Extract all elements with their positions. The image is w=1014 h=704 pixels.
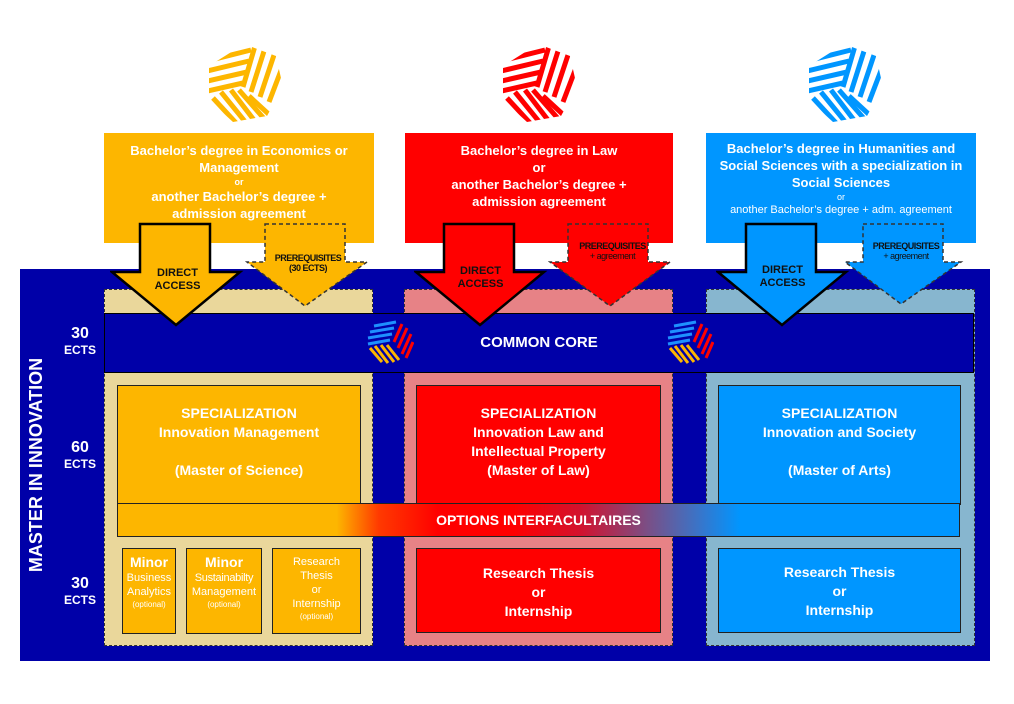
ects-number: 60	[71, 439, 89, 456]
prerequisites-arrow-humanities	[843, 223, 964, 305]
thesis-text: Internship	[805, 602, 874, 618]
spec-heading: SPECIALIZATION	[480, 405, 597, 421]
direct-label-line: ACCESS	[759, 277, 806, 289]
minor-name: Analytics	[126, 586, 172, 598]
thesis-text: Thesis	[300, 570, 333, 582]
multicolor-logo-icon	[367, 320, 414, 364]
spec-heading: SPECIALIZATION	[781, 405, 898, 421]
specialization-humanities: SPECIALIZATION Innovation and Society (M…	[718, 385, 961, 505]
entry-text: another Bachelor’s degree +	[151, 189, 327, 204]
law-logo-icon	[503, 45, 577, 122]
minor-name: Sustainabilty	[194, 572, 254, 584]
research-thesis-law: Research Thesis or Internship	[416, 548, 661, 633]
entry-text: Social Sciences with a specialization in	[719, 158, 963, 173]
thesis-text: Research Thesis	[482, 565, 595, 581]
direct-access-arrow-humanities	[716, 222, 850, 327]
spec-name: Intellectual Property	[471, 443, 606, 459]
minor-business-analytics: Minor Business Analytics (optional)	[122, 548, 176, 634]
thesis-text: Internship	[292, 598, 341, 610]
ects-label: ECTS	[63, 343, 96, 357]
thesis-text: Research	[292, 556, 341, 568]
specialization-law: SPECIALIZATION Innovation Law and Intell…	[416, 385, 661, 505]
entry-text: another Bachelor’s degree +	[451, 177, 627, 192]
direct-label-line: DIRECT	[157, 267, 198, 279]
prereq-label-line: PREREQUISITES	[274, 253, 342, 263]
spec-name: Innovation Management	[158, 424, 320, 440]
direct-access-label: DIRECT ACCESS	[130, 267, 225, 293]
entry-text: admission agreement	[172, 206, 306, 221]
prereq-label-line: + agreement	[589, 251, 636, 261]
direct-label-line: DIRECT	[762, 264, 803, 276]
ects-label: ECTS	[63, 593, 96, 607]
economics-logo-icon	[209, 45, 283, 122]
entry-text: Social Sciences	[791, 175, 891, 190]
ects-label: ECTS	[63, 457, 96, 471]
minor-title: Minor	[204, 554, 244, 570]
direct-access-label: DIRECT ACCESS	[735, 264, 830, 290]
program-title: MASTER IN INNOVATION	[26, 357, 46, 573]
research-thesis-optional: Research Thesis or Internship (optional)	[272, 548, 361, 634]
direct-label-line: ACCESS	[154, 280, 201, 292]
ects-number: 30	[71, 325, 89, 342]
minor-sustainability-management: Minor Sustainabilty Management (optional…	[186, 548, 262, 634]
thesis-note: (optional)	[299, 612, 334, 621]
prereq-label-line: (30 ECTS)	[288, 263, 328, 273]
spec-degree: (Master of Arts)	[788, 462, 891, 478]
prerequisites-label: PREREQUISITES + agreement	[856, 241, 956, 261]
entry-or: or	[234, 177, 244, 187]
thesis-text: Research Thesis	[783, 564, 896, 580]
common-core-label: COMMON CORE	[480, 334, 598, 351]
direct-access-arrow-law	[414, 222, 548, 327]
humanities-logo-icon	[809, 45, 883, 122]
multicolor-logo-icon	[667, 320, 714, 364]
entry-text: Bachelor’s degree in Law	[460, 143, 618, 158]
minor-title: Minor	[129, 554, 169, 570]
spec-name: Innovation and Society	[762, 424, 917, 440]
direct-access-arrow-economics	[110, 222, 244, 327]
prerequisites-arrow-law	[548, 223, 673, 307]
prereq-label-line: PREREQUISITES	[872, 241, 940, 251]
prerequisites-label: PREREQUISITES (30 ECTS)	[258, 253, 358, 273]
options-interfacultaires-bar: OPTIONS INTERFACULTAIRES	[117, 503, 960, 537]
spec-degree: (Master of Law)	[487, 462, 590, 478]
entry-text: Management	[199, 160, 279, 175]
entry-text: Bachelor’s degree in Humanities and	[726, 141, 956, 156]
entry-text: another Bachelor’s degree + adm. agreeme…	[730, 204, 952, 216]
thesis-text: or	[311, 584, 322, 596]
thesis-text: or	[832, 583, 847, 599]
prerequisites-label: PREREQUISITES + agreement	[560, 241, 665, 261]
research-thesis-humanities: Research Thesis or Internship	[718, 548, 961, 633]
prereq-label-line: PREREQUISITES	[579, 241, 646, 251]
minor-note: (optional)	[207, 600, 241, 609]
spec-name: Innovation Law and	[473, 424, 604, 440]
direct-label-line: ACCESS	[457, 278, 504, 290]
thesis-text: Internship	[504, 603, 573, 619]
ects-final: 30 ECTS	[55, 575, 105, 607]
entry-or: or	[836, 192, 845, 202]
specialization-economics: SPECIALIZATION Innovation Management (Ma…	[117, 385, 361, 505]
entry-text: admission agreement	[472, 194, 606, 209]
prereq-label-line: + agreement	[883, 251, 929, 261]
minor-name: Business	[126, 572, 172, 584]
minor-name: Management	[191, 586, 257, 598]
entry-economics-box: Bachelor’s degree in Economics or Manage…	[104, 133, 374, 243]
ects-common-core: 30 ECTS	[55, 325, 105, 357]
spec-degree: (Master of Science)	[174, 462, 304, 478]
ects-number: 30	[71, 575, 89, 592]
direct-access-label: DIRECT ACCESS	[433, 265, 528, 291]
thesis-text: or	[531, 584, 546, 600]
entry-text: Bachelor’s degree in Economics or	[130, 143, 348, 158]
spec-heading: SPECIALIZATION	[181, 405, 297, 421]
ects-specialization: 60 ECTS	[55, 439, 105, 471]
direct-label-line: DIRECT	[460, 265, 501, 277]
minor-note: (optional)	[132, 600, 166, 609]
prerequisites-arrow-economics	[245, 223, 370, 307]
options-label: OPTIONS INTERFACULTAIRES	[436, 512, 641, 528]
entry-or: or	[532, 160, 546, 175]
common-core-bar: COMMON CORE	[104, 313, 974, 373]
